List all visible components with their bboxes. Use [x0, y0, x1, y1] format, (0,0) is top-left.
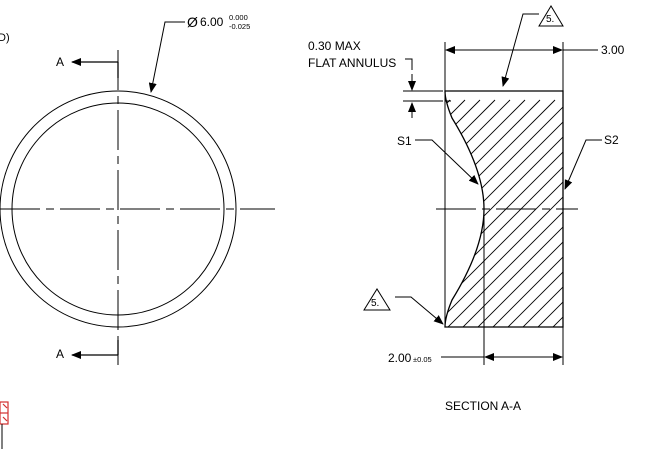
hatch-line: [445, 99, 526, 327]
flat-annulus-line2: FLAT ANNULUS: [308, 56, 396, 70]
note-flag-left: [363, 288, 391, 311]
hatch-line: [445, 99, 563, 327]
hatch-line: [445, 99, 563, 327]
surface-1-leader: [415, 139, 479, 185]
section-arrow-label-bottom: A: [56, 347, 64, 361]
hatch-line: [445, 99, 563, 327]
note-flag-left-text: 5.: [371, 298, 379, 309]
hatch-line: [445, 99, 563, 327]
hatch-line: [445, 99, 563, 327]
hatch-line: [445, 99, 563, 327]
surface-2-label: S2: [604, 133, 619, 147]
hatch-line: [539, 99, 563, 327]
hatch-line: [445, 99, 451, 327]
hatch-line: [445, 99, 563, 327]
hatch-line: [445, 99, 541, 327]
surface-2-leader: [564, 139, 602, 190]
hatch-line: [524, 99, 563, 327]
thickness-value: 3.00: [601, 43, 625, 57]
center-thickness-tol: ±0.05: [413, 355, 432, 364]
diameter-symbol: Ø: [187, 14, 198, 30]
section-hatch: [90, 99, 657, 430]
hatch-line: [445, 99, 563, 327]
hatch-line: [449, 99, 563, 327]
note-flag-top-text: 5.: [546, 14, 554, 25]
hatch-line: [445, 99, 511, 327]
flat-annulus-leader: [405, 58, 413, 70]
hatch-line: [479, 99, 563, 327]
hatch-line: [445, 99, 563, 327]
hatch-line: [445, 99, 563, 327]
diameter-value: 6.00: [200, 15, 224, 29]
hatch-line: [445, 99, 556, 327]
note-flag-top-leader: [501, 13, 539, 87]
surface-1-label: S1: [397, 134, 412, 148]
center-thickness-value: 2.00: [388, 351, 412, 365]
front-view: D) A A Ø 6.00 0.000 -0.025: [0, 13, 275, 449]
hatch-line: [464, 99, 563, 327]
note-flag-top: [538, 5, 564, 27]
hatch-line: [509, 99, 563, 327]
diameter-tol-lower: -0.025: [229, 22, 250, 31]
hatch-line: [90, 100, 420, 430]
hatch-line: [445, 99, 563, 327]
flat-annulus-line1: 0.30 MAX: [308, 39, 361, 53]
hatch-line: [105, 100, 435, 430]
section-view: 3.00 0.30 MAX FLAT ANNULUS S1 S2 5. 5. 2…: [90, 5, 657, 430]
hatch-line: [445, 99, 481, 327]
hatch-line: [445, 99, 563, 327]
hatch-line: [494, 99, 563, 327]
revision-stamp-fragment: [0, 401, 9, 449]
hatch-line: [445, 99, 466, 327]
diameter-tol-upper: 0.000: [229, 13, 248, 22]
hatch-line: [570, 100, 657, 430]
section-arrow-label-top: A: [56, 55, 64, 69]
note-flag-left-leader: [395, 296, 444, 325]
hatch-line: [445, 99, 563, 327]
clipped-edge-text: D): [0, 32, 10, 44]
diameter-leader: [148, 21, 185, 93]
hatch-line: [585, 100, 657, 430]
hatch-line: [554, 99, 563, 327]
section-caption: SECTION A-A: [445, 399, 521, 413]
